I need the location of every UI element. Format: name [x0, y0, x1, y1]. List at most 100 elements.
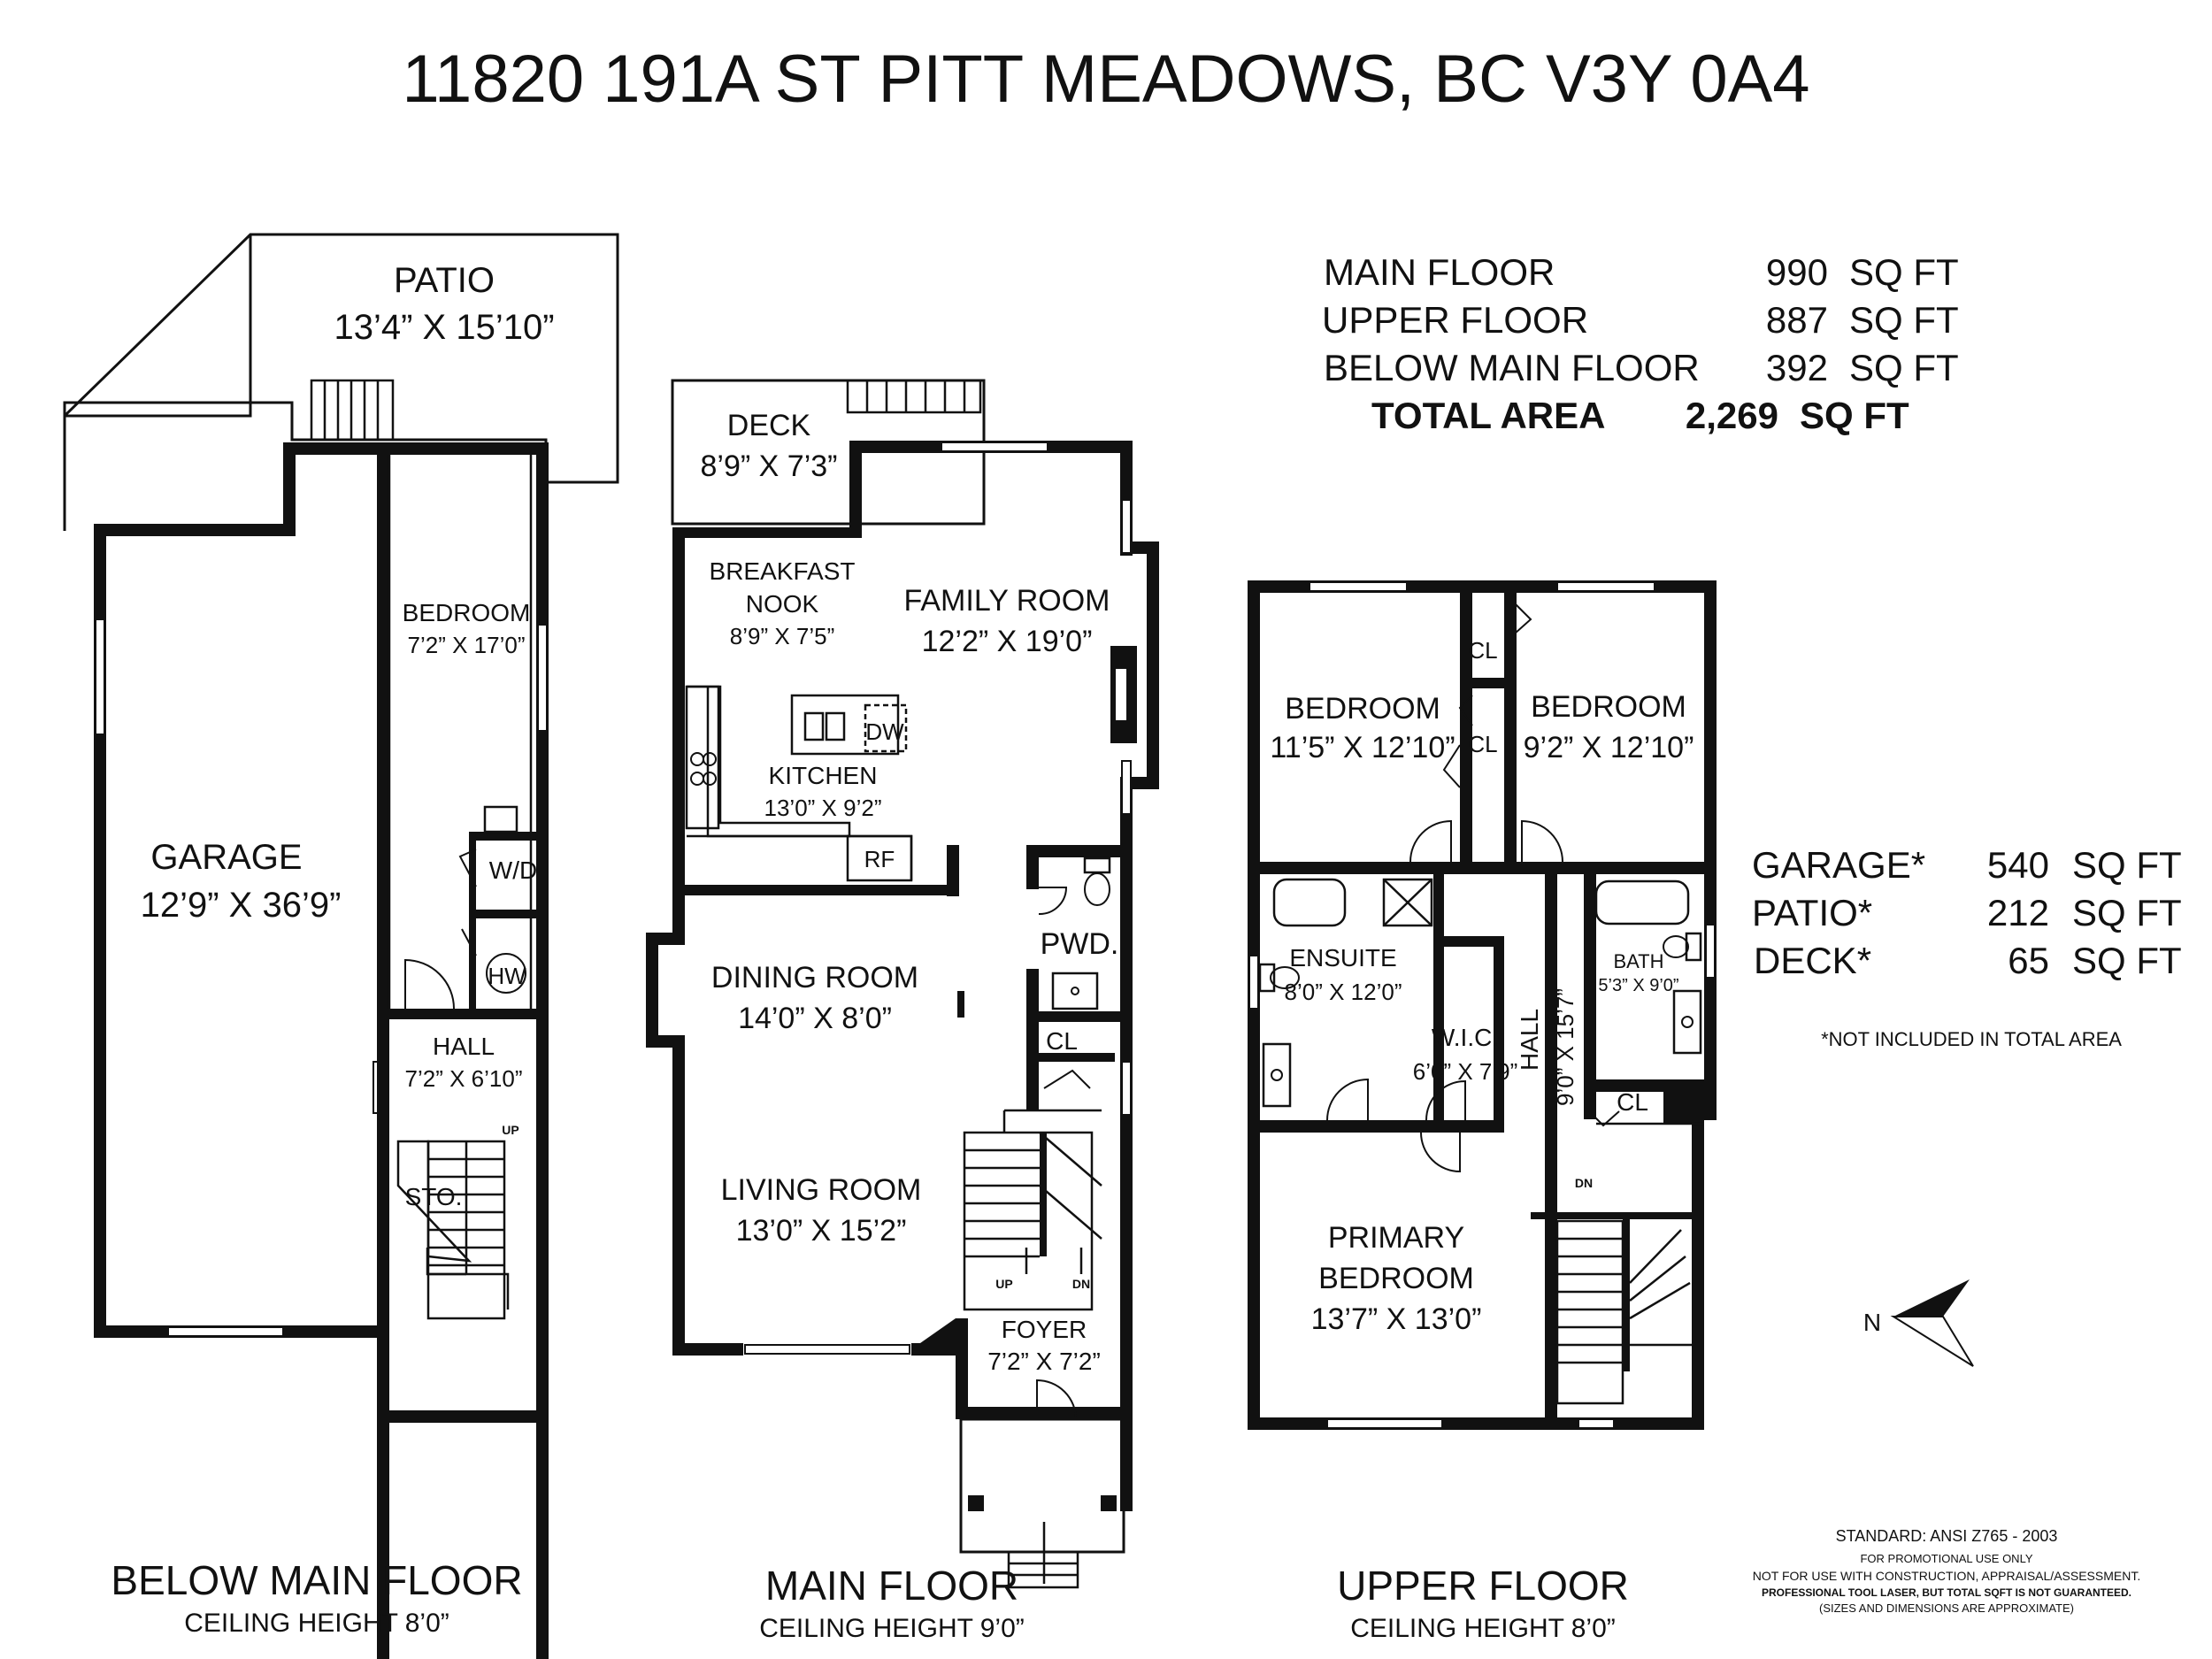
deck-area-value: 65: [2008, 940, 2049, 981]
kitchen-dims: 13’0” X 9’2”: [764, 795, 882, 821]
upper-bedroom-left-label: BEDROOM: [1285, 692, 1440, 726]
main-stairs-down: DN: [1072, 1277, 1090, 1291]
garage-area-value: 540: [1987, 844, 2049, 886]
upper-bedroom-left-dims: 11’5” X 12’10”: [1270, 731, 1455, 764]
upper-floor-plan: [1248, 580, 1717, 1430]
primary-bedroom-dims: 13’7” X 13’0”: [1311, 1302, 1482, 1336]
main-floor-ceiling: CEILING HEIGHT 9’0”: [759, 1614, 1025, 1643]
upper-floor-area-value: 887: [1766, 299, 1828, 341]
garage-area-label: GARAGE*: [1752, 844, 1925, 886]
garage-label: GARAGE: [150, 838, 302, 877]
nook-dims: 8’9” X 7’5”: [730, 623, 835, 649]
disclaimer: STANDARD: ANSI Z765 - 2003 FOR PROMOTION…: [1753, 1527, 2140, 1615]
main-floor-area-label: MAIN FLOOR: [1324, 251, 1555, 293]
room-labels: PATIO 13’4” X 15’10” BEDROOM 7’2” X 17’0…: [141, 261, 1694, 1375]
compass-arrow-icon: [1893, 1279, 1970, 1317]
upper-stairs-down: DN: [1575, 1176, 1593, 1190]
upper-bedroom-right-dims: 9’2” X 12’10”: [1524, 731, 1694, 764]
wic-label: W.I.C.: [1432, 1024, 1499, 1051]
storage-area: [396, 1140, 472, 1263]
refrigerator-label: RF: [864, 846, 895, 872]
main-floor-title: MAIN FLOOR: [765, 1563, 1018, 1609]
disclaimer-line-4: (SIZES AND DIMENSIONS ARE APPROXIMATE): [1819, 1601, 2074, 1615]
upper-closet-a-label: CL: [1468, 637, 1497, 664]
upper-stairs: [1555, 1219, 1624, 1405]
main-stairs-up: UP: [995, 1277, 1012, 1291]
below-hall-dims: 7’2” X 6’10”: [405, 1065, 523, 1092]
total-area-value: 2,269: [1686, 395, 1778, 436]
bath-tub: [1594, 879, 1690, 926]
toilet: [1083, 856, 1111, 874]
upper-floor-ceiling: CEILING HEIGHT 8’0”: [1350, 1614, 1616, 1643]
patio-edge: [63, 234, 252, 531]
ensuite-label: ENSUITE: [1289, 944, 1396, 972]
ensuite-toilet: [1258, 963, 1276, 993]
floor-titles: BELOW MAIN FLOOR CEILING HEIGHT 8’0” MAI…: [111, 1557, 1628, 1643]
nook-label-2: NOOK: [746, 590, 819, 618]
upper-closet-b-label: CL: [1468, 731, 1497, 757]
below-stairs-up: UP: [502, 1123, 518, 1137]
patio-area-value: 212: [1987, 892, 2049, 933]
nook-label-1: BREAKFAST: [710, 557, 856, 585]
wic-dims: 6’0” X 7’9”: [1413, 1058, 1518, 1085]
main-closet-label: CL: [1046, 1027, 1078, 1055]
living-room-dims: 13’0” X 15’2”: [736, 1214, 907, 1248]
bath-label: BATH: [1613, 950, 1663, 972]
kitchen-label: KITCHEN: [769, 762, 878, 789]
below-main-floor-plan: [63, 233, 619, 1659]
hot-water-tank: [486, 953, 526, 994]
deck-steps: [846, 379, 982, 414]
deck-area-label: DECK*: [1754, 940, 1871, 981]
ensuite-tub: [1272, 878, 1347, 927]
main-floor-area-unit: SQ FT: [1849, 251, 1959, 293]
bath-dims: 5’3” X 9’0”: [1598, 976, 1678, 995]
upper-floor-area-label: UPPER FLOOR: [1322, 299, 1588, 341]
primary-bedroom-label-1: PRIMARY: [1328, 1221, 1464, 1255]
patio-label: PATIO: [394, 261, 495, 300]
exclusion-note: *NOT INCLUDED IN TOTAL AREA: [1821, 1028, 2122, 1050]
garage-area-unit: SQ FT: [2072, 844, 2182, 886]
upper-floor-title: UPPER FLOOR: [1337, 1563, 1629, 1609]
address-title: 11820 191A ST PITT MEADOWS, BC V3Y 0A4: [402, 42, 1809, 117]
deck-label: DECK: [727, 409, 811, 442]
upper-hall-dims: 9’0” X 15’7”: [1552, 988, 1578, 1106]
total-area-label: TOTAL AREA: [1371, 395, 1605, 436]
kitchen-island: [790, 694, 900, 756]
ensuite-vanity: [1262, 1042, 1292, 1108]
family-room-dims: 12’2” X 19’0”: [922, 625, 1093, 658]
below-floor-area-label: BELOW MAIN FLOOR: [1324, 347, 1700, 388]
area-summary: MAIN FLOOR 990 SQ FT UPPER FLOOR 887 SQ …: [1322, 251, 2182, 1050]
ensuite-dims: 8’0” X 12’0”: [1285, 979, 1402, 1005]
below-bedroom-dims: 7’2” X 17’0”: [408, 632, 526, 658]
patio-area-label: PATIO*: [1752, 892, 1872, 933]
garage-window: [95, 618, 105, 735]
compass-north-label: N: [1863, 1309, 1881, 1336]
garage-dims: 12’9” X 36’9”: [141, 886, 342, 925]
porch: [959, 1417, 1125, 1554]
below-floor-title: BELOW MAIN FLOOR: [111, 1557, 522, 1603]
upper-hall-label: HALL: [1516, 1009, 1543, 1071]
foyer-label: FOYER: [1002, 1316, 1087, 1343]
disclaimer-line-3: PROFESSIONAL TOOL LASER, BUT TOTAL SQFT …: [1762, 1586, 2131, 1599]
standard-label: STANDARD: ANSI Z765 - 2003: [1836, 1527, 2058, 1545]
below-wall: [283, 442, 549, 455]
washer-dryer-label: W/D: [489, 856, 537, 884]
foyer-dims: 7’2” X 7’2”: [987, 1348, 1101, 1375]
patio-dims: 13’4” X 15’10”: [334, 308, 554, 347]
main-floor-plan: [646, 379, 1159, 1589]
disclaimer-line-1: FOR PROMOTIONAL USE ONLY: [1860, 1552, 2032, 1565]
family-room-label: FAMILY ROOM: [903, 584, 1110, 618]
patio-area-unit: SQ FT: [2072, 892, 2182, 933]
below-hall-label: HALL: [433, 1033, 495, 1060]
hot-water-label: HW: [488, 963, 526, 989]
deck-dims: 8’9” X 7’3”: [701, 449, 838, 483]
total-area-unit: SQ FT: [1800, 395, 1909, 436]
refrigerator: [846, 834, 913, 882]
main-floor-area-value: 990: [1766, 251, 1828, 293]
compass: N: [1863, 1279, 1974, 1367]
dishwasher: [864, 703, 908, 753]
below-floor-area-unit: SQ FT: [1849, 347, 1959, 388]
dining-room-dims: 14’0” X 8’0”: [738, 1002, 892, 1035]
